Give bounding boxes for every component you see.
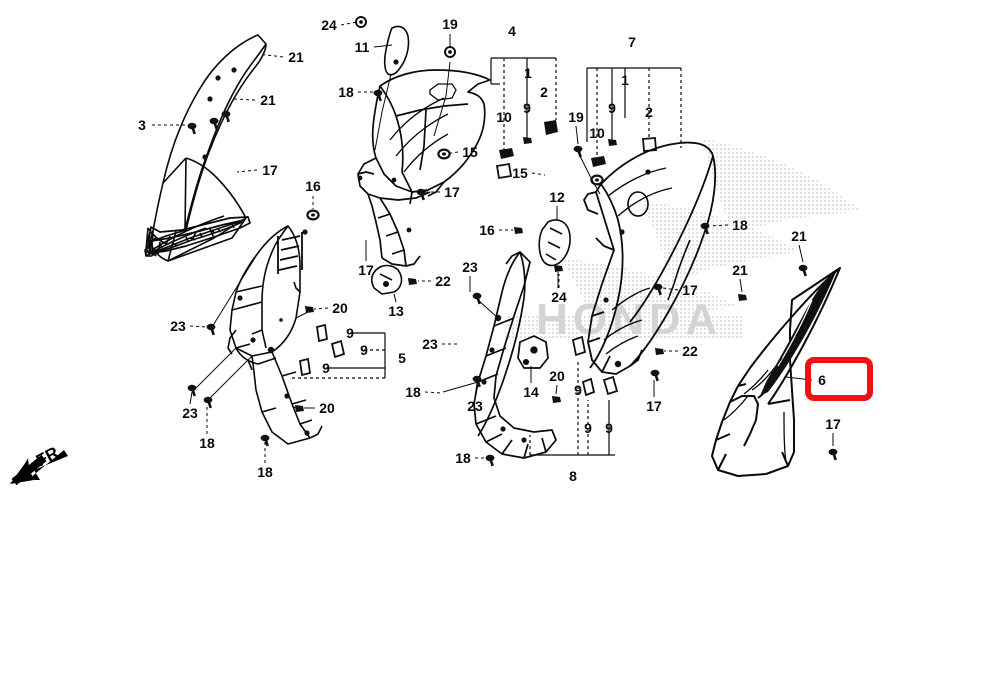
part-3-fasteners [187,67,237,160]
bracket-4 [490,57,557,152]
callout-label-23: 23 [422,336,438,352]
callout-label-15: 15 [512,165,528,181]
callout-label-21: 21 [260,92,276,108]
part-6-highlight-box [805,357,873,401]
part-6-edge-lines [723,269,837,463]
part-16-clip-b [514,227,523,234]
part-right-fragment [667,239,691,301]
part-center-left-cowl [357,69,491,267]
part-left-mid-panel [227,225,323,445]
bracket-4-parts [495,120,558,180]
part-center-left-cowl-fasteners [355,16,456,233]
part-center-right-shroud-detail [603,167,673,355]
callout-label-21: 21 [288,49,304,65]
callout-label-18: 18 [732,217,748,233]
part-center-right-fasteners [603,169,710,382]
callout-label-20: 20 [549,368,565,384]
callout-label-17: 17 [682,282,698,298]
callout-label-3: 3 [138,117,146,133]
callout-label-10: 10 [589,125,605,141]
part-center-left-cowl-detail [389,83,457,173]
callout-label-9: 9 [523,100,531,116]
part-13-bracket [371,264,403,295]
callout-label-17: 17 [444,184,460,200]
callout-label-9: 9 [346,325,354,341]
callout-label-18: 18 [257,464,273,480]
callout-label-16: 16 [305,178,321,194]
callout-label-18: 18 [199,435,215,451]
callout-label-9: 9 [608,100,616,116]
fr-direction-arrow [10,450,68,486]
callout-label-17: 17 [358,262,374,278]
callout-label-10: 10 [496,109,512,125]
callout-label-24: 24 [551,289,567,305]
callout-label-23: 23 [462,259,478,275]
callout-label-9: 9 [322,360,330,376]
callout-label-20: 20 [332,300,348,316]
honda-watermark: HONDA [505,138,862,344]
callout-label-6: 6 [818,372,826,388]
bracket-8 [529,362,615,456]
callout-label-18: 18 [455,450,471,466]
callout-label-23: 23 [467,398,483,414]
part-left-mid-fasteners [187,209,320,447]
callout-label-17: 17 [825,416,841,432]
callout-label-1: 1 [524,65,532,81]
part-3-left-shroud [149,34,267,262]
callout-label-14: 14 [523,384,539,400]
callout-label-23: 23 [182,405,198,421]
bracket-8-parts [571,335,619,397]
bracket-7-parts [573,137,657,195]
part-3-bottom-lip [147,216,251,254]
part-24-fastener [554,265,563,288]
callout-label-21: 21 [791,228,807,244]
part-left-mid-vent [277,232,303,274]
callout-label-2: 2 [540,84,548,100]
bracket-5 [290,332,386,379]
svg-text:HONDA: HONDA [536,295,722,344]
bracket-5-parts [298,323,346,377]
bracket-7 [586,67,682,157]
callout-label-24: 24 [321,17,337,33]
callout-label-22: 22 [435,273,451,289]
callout-label-12: 12 [549,189,565,205]
callout-label-18: 18 [338,84,354,100]
callout-label-2: 2 [645,104,653,120]
part-22-clip-a [408,278,417,285]
callout-label-9: 9 [584,420,592,436]
callout-label-1: 1 [621,72,629,88]
callout-label-21: 21 [732,262,748,278]
callout-label-8: 8 [569,468,577,484]
part-14-plate [517,335,549,380]
callout-label-23: 23 [170,318,186,334]
callout-label-16: 16 [479,222,495,238]
callout-label-22: 22 [682,343,698,359]
callout-label-9: 9 [574,382,582,398]
callout-label-9: 9 [360,342,368,358]
callout-label-4: 4 [508,23,516,39]
callout-label-5: 5 [398,350,406,366]
callout-label-18: 18 [405,384,421,400]
callout-label-19: 19 [568,109,584,125]
leader-lines [152,21,834,463]
part-center-lower-panel [473,251,557,459]
callout-label-17: 17 [646,398,662,414]
callout-label-7: 7 [628,34,636,50]
callout-label-15: 15 [462,144,478,160]
callout-label-19: 19 [442,16,458,32]
callout-label-17: 17 [262,162,278,178]
callout-label-13: 13 [388,303,404,319]
callout-label-9: 9 [605,420,613,436]
callout-label-11: 11 [354,39,370,55]
part-12-bracket [538,219,571,267]
callout-label-20: 20 [319,400,335,416]
